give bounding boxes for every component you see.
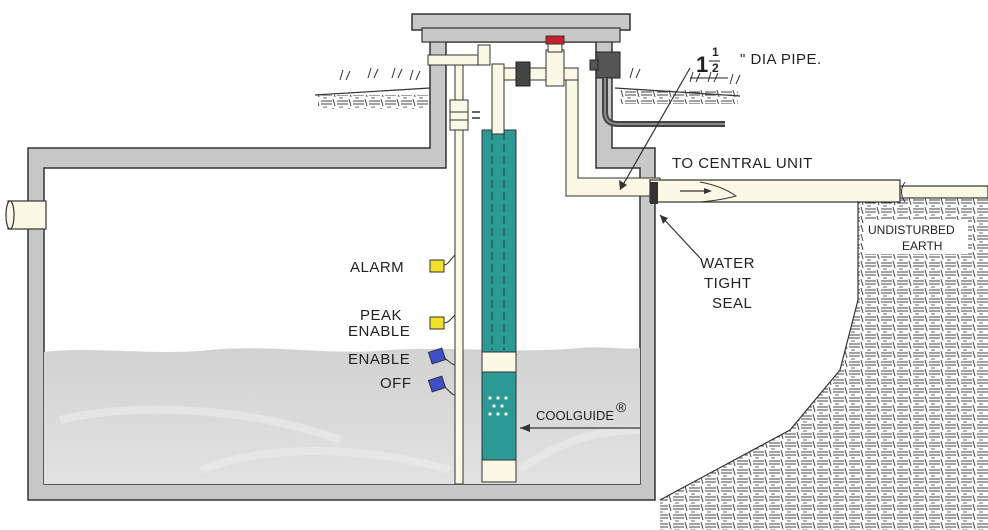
undisturbed-earth-label: UNDISTURBED EARTH: [864, 220, 968, 254]
enable-label: ENABLE: [348, 351, 410, 368]
ground-surface-right: [614, 67, 741, 104]
peak-enable-float: [429, 316, 445, 330]
coolguide-label: COOLGUIDE ®: [536, 399, 627, 423]
undisturbed-line2: EARTH: [902, 239, 942, 253]
alarm-label: ALARM: [350, 259, 404, 276]
peak-enable-label-line1: PEAK: [360, 307, 402, 324]
peak-enable-label-line2: ENABLE: [348, 323, 410, 340]
valve-handle: [545, 35, 565, 45]
undisturbed-line1: UNDISTURBED: [868, 223, 955, 237]
pipe-size-num: 1: [712, 45, 719, 59]
pipe-size-text: " DIA PIPE.: [740, 51, 822, 68]
enable-float: [427, 347, 447, 365]
registered-mark: ®: [616, 399, 627, 415]
water-tight-seal-label: WATER TIGHT SEAL: [700, 255, 755, 312]
off-label: OFF: [380, 375, 412, 392]
float-tree: [427, 44, 491, 485]
coolguide-text: COOLGUIDE: [536, 408, 614, 423]
off-float: [427, 375, 447, 393]
ground-surface-left: [314, 67, 431, 109]
outlet-pipe: [649, 179, 988, 204]
discharge-plumbing: [503, 35, 661, 197]
water-tight-line1: WATER: [700, 255, 755, 272]
alarm-float: [429, 259, 445, 273]
to-central-unit-label: TO CENTRAL UNIT: [672, 155, 813, 172]
water-tight-line3: SEAL: [712, 295, 752, 312]
pipe-size-whole: 1: [696, 52, 708, 77]
control-box: [589, 51, 725, 127]
pipe-size-den: 2: [712, 61, 719, 75]
pump-assembly: [472, 63, 517, 483]
water-tight-line2: TIGHT: [704, 275, 752, 292]
undisturbed-earth: [660, 195, 988, 530]
pipe-size-label: 1 1 2 " DIA PIPE.: [690, 45, 822, 79]
